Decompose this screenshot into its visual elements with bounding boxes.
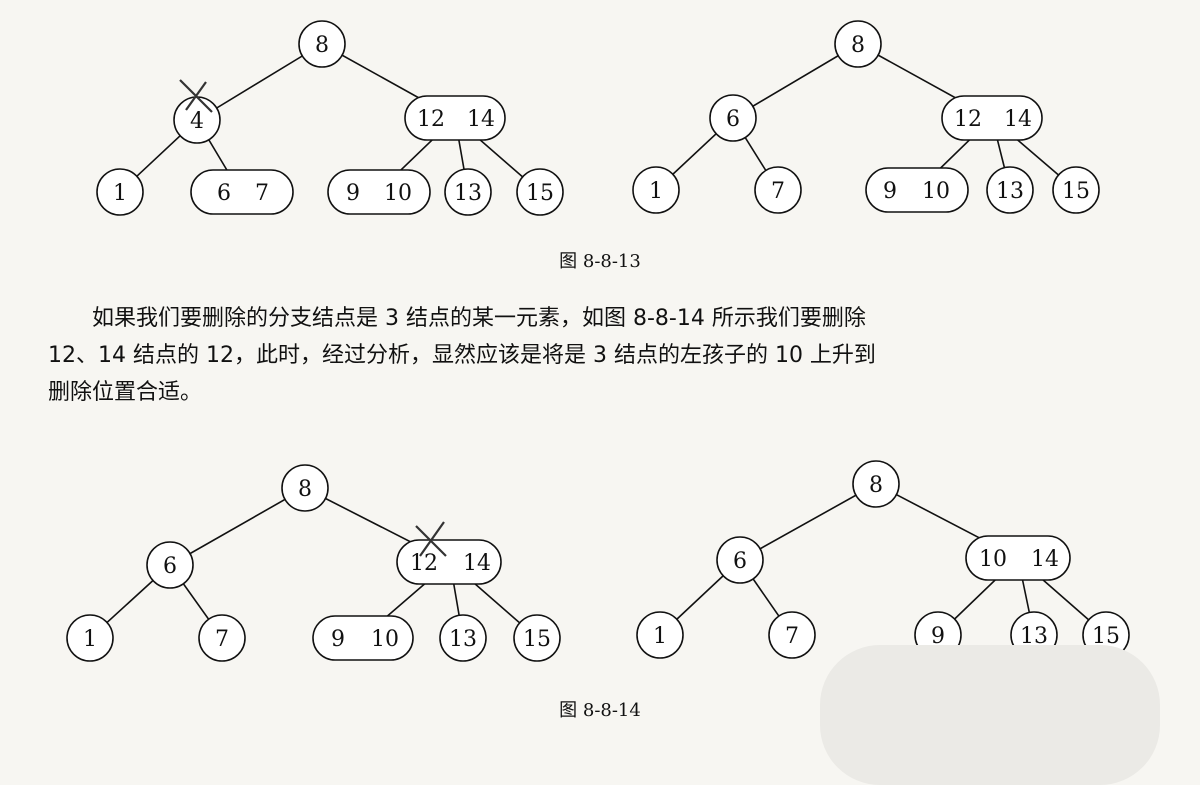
node-label: 1 (83, 627, 97, 652)
node-label: 1 (649, 179, 663, 204)
node-label: 7 (255, 181, 269, 206)
node-label: 10 (922, 179, 950, 204)
tree-before-13: 8 4 12 14 1 6 7 9 10 13 15 (96, 20, 564, 216)
node-label: 14 (463, 551, 491, 576)
tree-node (768, 611, 816, 659)
node-label: 14 (1031, 547, 1059, 572)
tree-node (66, 614, 114, 662)
node-label: 10 (384, 181, 412, 206)
node-label: 9 (331, 627, 345, 652)
tree-node (198, 614, 246, 662)
node-label: 7 (215, 627, 229, 652)
delete-mark-icon (415, 521, 447, 557)
node-label: 8 (298, 477, 312, 502)
tree-node (444, 168, 492, 216)
tree-node (96, 168, 144, 216)
node-label: 15 (1092, 624, 1120, 649)
node-label: 14 (1004, 107, 1032, 132)
node-label: 6 (726, 107, 740, 132)
body-paragraph: 如果我们要删除的分支结点是 3 结点的某一元素，如图 8-8-14 所示我们要删… (48, 300, 1158, 411)
tree-node (709, 94, 757, 142)
tree-after-14: 8 6 10 14 1 7 9 13 15 (636, 460, 1130, 659)
node-label: 13 (996, 179, 1024, 204)
node-label: 8 (315, 33, 329, 58)
node-label: 8 (869, 473, 883, 498)
tree-node (716, 536, 764, 584)
node-label: 9 (883, 179, 897, 204)
node-label: 10 (979, 547, 1007, 572)
tree-node (1052, 166, 1100, 214)
paragraph-line: 12、14 结点的 12，此时，经过分析，显然应该是将是 3 结点的左孩子的 1… (48, 343, 876, 368)
figure-caption: 图 8-8-14 (559, 700, 641, 721)
tree-node (146, 541, 194, 589)
delete-mark-icon (179, 79, 213, 113)
tree-node (281, 464, 329, 512)
node-label: 14 (467, 107, 495, 132)
tree-node (865, 167, 969, 213)
tree-node (965, 535, 1071, 581)
tree-node (190, 169, 294, 215)
figure-caption: 图 8-8-13 (559, 251, 641, 272)
tree-node (404, 95, 506, 141)
node-label: 15 (526, 181, 554, 206)
node-label: 9 (346, 181, 360, 206)
tree-before-14: 8 6 12 14 1 7 9 10 13 15 (66, 464, 561, 662)
watermark (820, 645, 1160, 785)
paragraph-line: 如果我们要删除的分支结点是 3 结点的某一元素，如图 8-8-14 所示我们要删… (92, 306, 866, 331)
node-label: 15 (1062, 179, 1090, 204)
node-label: 12 (410, 551, 438, 576)
tree-node (298, 20, 346, 68)
figure-8-8-13: 8 4 12 14 1 6 7 9 10 13 15 8 6 12 14 (96, 20, 1100, 216)
tree-after-13: 8 6 12 14 1 7 9 10 13 15 (632, 20, 1100, 214)
node-label: 12 (954, 107, 982, 132)
paragraph-line: 删除位置合适。 (48, 380, 203, 405)
tree-node (852, 460, 900, 508)
tree-node (513, 614, 561, 662)
node-label: 10 (371, 627, 399, 652)
tree-node (312, 615, 414, 661)
tree-node (636, 611, 684, 659)
figure-8-8-14: 8 6 12 14 1 7 9 10 13 15 8 6 10 14 1 (66, 460, 1130, 662)
node-label: 8 (851, 33, 865, 58)
node-label: 9 (931, 624, 945, 649)
tree-node (632, 166, 680, 214)
node-label: 6 (163, 554, 177, 579)
node-label: 13 (449, 627, 477, 652)
tree-node (327, 169, 431, 215)
node-label: 1 (653, 624, 667, 649)
tree-node (439, 614, 487, 662)
node-label: 1 (113, 181, 127, 206)
node-label: 13 (1020, 624, 1048, 649)
node-label: 13 (454, 181, 482, 206)
node-label: 7 (785, 624, 799, 649)
tree-node (834, 20, 882, 68)
node-label: 12 (417, 107, 445, 132)
tree-node (516, 168, 564, 216)
node-label: 4 (190, 109, 204, 134)
tree-node (986, 166, 1034, 214)
node-label: 15 (523, 627, 551, 652)
node-label: 7 (771, 179, 785, 204)
tree-node (941, 95, 1043, 141)
node-label: 6 (217, 181, 231, 206)
tree-node (754, 166, 802, 214)
node-label: 6 (733, 549, 747, 574)
